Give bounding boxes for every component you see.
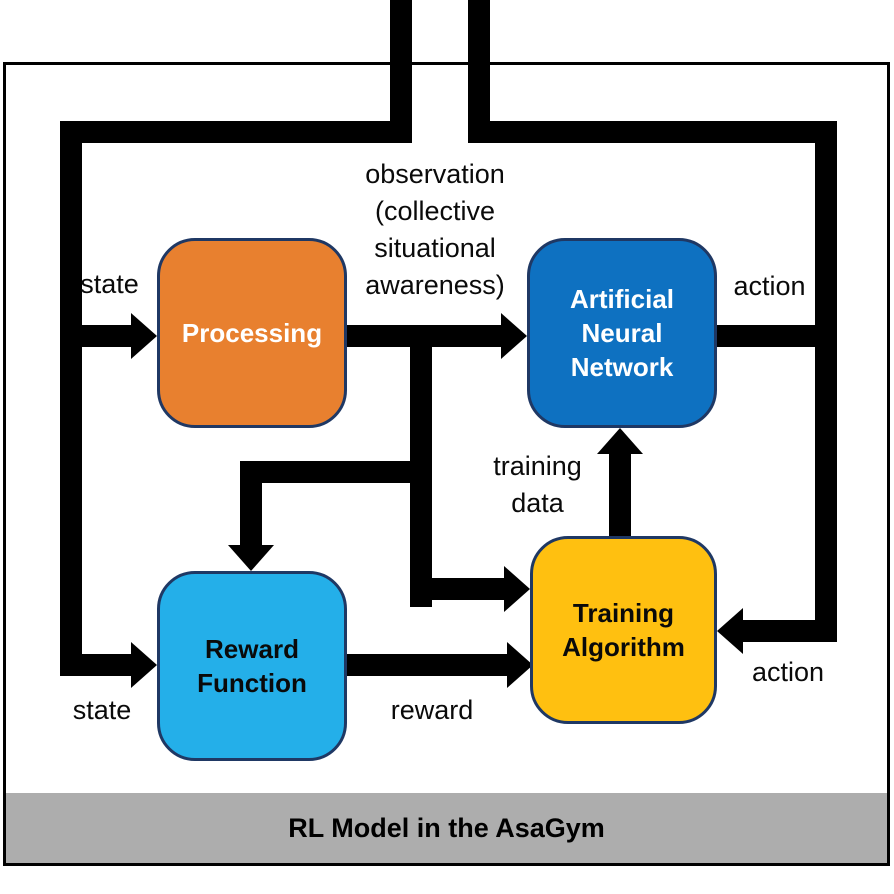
arrow-state-to-processing-bar bbox=[82, 325, 132, 347]
arrow-action-to-training-bar bbox=[740, 620, 837, 642]
line-branch-to-reward-horizontal bbox=[240, 461, 432, 483]
arrow-training-data-to-ann-head bbox=[597, 428, 643, 454]
label-action-bottom: action bbox=[751, 657, 825, 687]
line-top-left-vertical bbox=[390, 0, 412, 143]
node-processing: Processing bbox=[157, 238, 347, 428]
line-top-left-horizontal bbox=[60, 121, 412, 143]
arrow-action-to-training-head bbox=[717, 608, 743, 654]
arrow-observation-to-training-bar bbox=[432, 578, 506, 600]
arrow-state-to-reward-bar bbox=[82, 654, 132, 676]
arrow-branch-down-to-reward-head bbox=[228, 545, 274, 571]
node-reward-function: Reward Function bbox=[157, 571, 347, 761]
arrow-state-to-processing-head bbox=[131, 313, 157, 359]
node-artificial-neural-network: Artificial Neural Network bbox=[527, 238, 717, 428]
label-state-top: state bbox=[80, 269, 139, 299]
arrow-reward-to-training-bar bbox=[343, 654, 508, 676]
line-ann-action-horizontal bbox=[717, 325, 815, 347]
arrow-observation-to-training-head bbox=[504, 566, 530, 612]
label-observation: observation (collective situational awar… bbox=[365, 159, 505, 300]
footer-title: RL Model in the AsaGym bbox=[288, 812, 605, 843]
node-reward-function-label: Reward Function bbox=[197, 634, 307, 698]
label-reward: reward bbox=[390, 695, 474, 725]
label-training-data: training data bbox=[493, 451, 582, 518]
node-processing-label: Processing bbox=[181, 318, 323, 348]
arrow-state-to-reward-head bbox=[131, 642, 157, 688]
arrow-branch-down-to-reward-bar bbox=[240, 461, 262, 547]
arrow-processing-to-ann-head bbox=[501, 313, 527, 359]
label-action-top: action bbox=[733, 271, 806, 301]
label-state-bottom: state bbox=[72, 695, 132, 725]
outer-frame bbox=[3, 62, 890, 866]
footer-bar: RL Model in the AsaGym bbox=[6, 793, 887, 863]
line-top-right-vertical bbox=[468, 0, 490, 143]
node-training-algorithm: Training Algorithm bbox=[530, 536, 717, 724]
arrow-training-data-to-ann-bar bbox=[609, 450, 631, 537]
node-training-algorithm-label: Training Algorithm bbox=[562, 598, 685, 662]
node-artificial-neural-network-label: Artificial Neural Network bbox=[569, 284, 675, 382]
line-right-vertical bbox=[815, 121, 837, 642]
line-left-vertical bbox=[60, 121, 82, 676]
line-top-right-horizontal bbox=[468, 121, 837, 143]
arrow-reward-to-training-head bbox=[507, 642, 533, 688]
